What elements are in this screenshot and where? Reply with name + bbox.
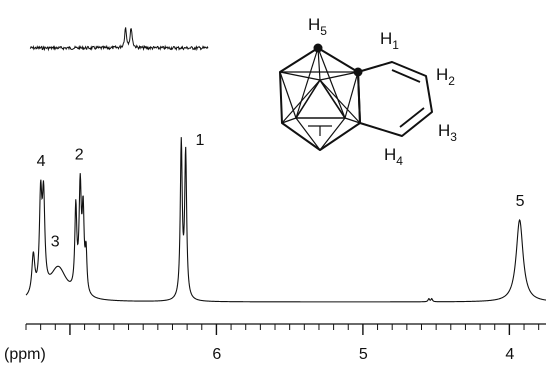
cage-edges <box>279 47 361 151</box>
peak-label-2: 2 <box>75 146 84 163</box>
benzene-ring <box>357 61 433 137</box>
x-axis-label: (ppm) <box>4 346 46 363</box>
peak-labels: 1 2 3 4 5 <box>37 132 525 250</box>
peak-label-4: 4 <box>37 153 46 170</box>
x-tick-label: 5 <box>359 346 368 363</box>
structure-labels: H5 H1 H2 H3 H4 <box>308 15 457 168</box>
inset-trace <box>29 27 209 52</box>
peak-label-1: 1 <box>195 132 204 149</box>
carborane-naphthalene-structure <box>279 47 433 151</box>
label-h3: H3 <box>438 121 457 144</box>
spectrum-trace <box>25 137 546 303</box>
peak-label-3: 3 <box>51 233 60 250</box>
peak-label-5: 5 <box>516 193 525 210</box>
main-spectrum <box>25 137 546 303</box>
x-tick-label: 6 <box>212 346 221 363</box>
label-h5: H5 <box>308 15 327 38</box>
label-h4: H4 <box>384 145 403 168</box>
cage-inner-triangle <box>295 79 346 119</box>
inset-spectrum <box>29 27 209 52</box>
atom-dot-ring-junction <box>353 67 363 77</box>
label-h1: H1 <box>380 29 399 52</box>
atom-dot-h5 <box>313 43 323 53</box>
x-tick-label: 4 <box>505 346 514 363</box>
ring-double-bonds <box>391 69 425 128</box>
label-h2: H2 <box>436 65 455 88</box>
x-axis: 6 5 4 <box>25 323 546 363</box>
